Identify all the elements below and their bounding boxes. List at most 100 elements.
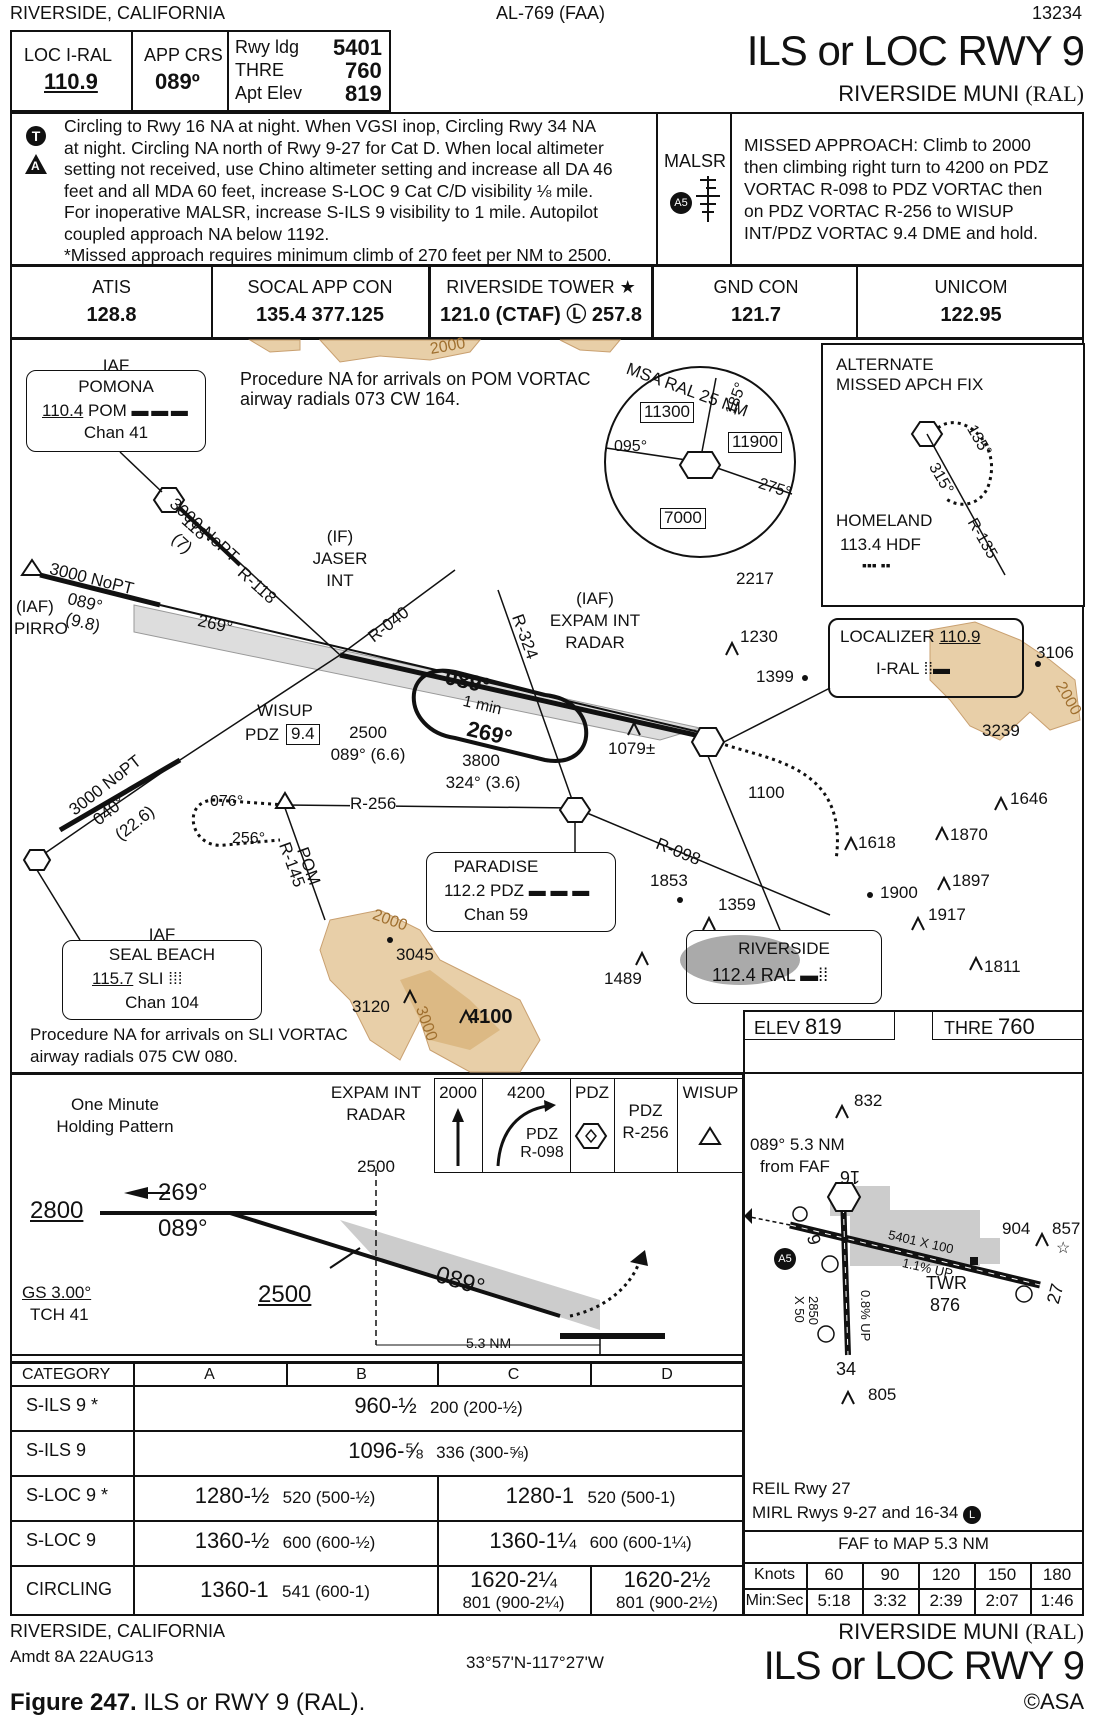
elev-1897: 1897 [952,871,990,890]
pomona-box [26,370,206,452]
proc-na-pom2: airway radials 073 CW 164. [240,389,461,409]
app-con-freq: 135.4 377.125 [256,304,384,326]
homeland-morse: ▪▪▪ ▪▪ [862,557,891,573]
homeland-freq: 113.4 HDF [840,535,921,554]
rwy-cross-dims2: X 50 [792,1296,807,1323]
malsr-badge: A5 [670,192,692,214]
min-row-name: S-LOC 9 [26,1530,97,1550]
twr-label: TWR [926,1273,967,1293]
airport-name: RIVERSIDE MUNI (RAL) [838,81,1084,106]
tower-freq: 121.0 (CTAF) Ⓛ 257.8 [440,304,642,326]
minsec-value: 2:39 [929,1591,963,1610]
jaser-int: INT [326,571,354,590]
msa-7000: 7000 [660,508,706,529]
wisup-name: WISUP [257,701,313,720]
knots-value: 180 [1042,1565,1072,1584]
mirl-note: MIRL Rwys 9-27 and 16-34 L [752,1503,982,1524]
twr-elev: 876 [930,1295,961,1315]
elev-1811: 1811 [984,957,1021,976]
min-row-name: CIRCLING [26,1579,113,1599]
loc-box-id: I-RAL ⁞⁞▬ [876,659,951,678]
gnd-con-label: GND CON [713,277,799,297]
min-row-name: S-ILS 9 * [26,1395,99,1415]
airport-a5-badge: A5 [774,1248,796,1270]
seal-freq: 115.7 SLI ⁞⁞⁞ [92,969,183,988]
footer-coords: 33°57'N-117°27'W [466,1653,604,1672]
thre-value: 760 [345,58,382,83]
atis-label: ATIS [92,277,131,297]
elev-1399: 1399 [756,667,794,686]
elev-2217: 2217 [736,569,774,588]
pomona-iaf: IAF [102,356,130,375]
knots-value: 150 [987,1565,1017,1584]
footer-airport: RIVERSIDE MUNI (RAL) [838,1619,1084,1644]
rwy-cross-slope: 0.8% UP [858,1290,873,1342]
minsec-value: 3:32 [873,1591,907,1610]
thre-box [932,1010,1084,1040]
obst-904: 904 [1002,1219,1031,1238]
footer-title: ILS or LOC RWY 9 [763,1644,1085,1688]
seal-beach-box [62,940,262,1020]
notes-text: Circling to Rwy 16 NA at night. When VGS… [64,116,613,265]
jaser-if: (IF) [326,527,354,546]
elev-3045: 3045 [396,945,434,964]
loc-frequency: 110.9 [44,69,98,94]
msa-11300: 11300 [640,402,695,423]
faf-note: 089° 5.3 NM [750,1135,845,1154]
min-header-a: A [204,1366,215,1383]
minsec-label: Min:Sec [745,1592,804,1609]
seal-chan: Chan 104 [125,993,199,1012]
jaser-name: JASER [312,549,368,568]
min-row-value-cd: 1360-1¼ 600 (600-1¼) [489,1528,692,1553]
min-row-value-c-sub: 801 (900-2¼) [462,1593,565,1612]
paradise-name: PARADISE [453,857,539,876]
ma-icon-wisup: WISUP [682,1083,739,1102]
chart-title: ILS or LOC RWY 9 [746,27,1085,74]
r256-label: R-256 [350,794,397,814]
app-crs-label: APP CRS [144,45,223,65]
elev-1917: 1917 [928,905,966,924]
chart-id: AL-769 (FAA) [496,3,606,23]
faf-note2: from FAF [760,1157,830,1176]
header-info-box [10,30,391,112]
paradise-chan: Chan 59 [463,905,529,924]
obst-857: 857 [1052,1219,1081,1238]
alt-fix-title: ALTERNATE [836,355,934,374]
proc-na-sli2: airway radials 075 CW 080. [30,1047,238,1066]
min-row-name: S-LOC 9 * [26,1485,109,1505]
localizer-box [828,618,1024,698]
rwy-34: 34 [836,1359,857,1379]
msa-095: 095° [614,438,648,455]
min-row-value-d: 1620-2½ [623,1567,711,1592]
pirro-iaf: (IAF) [16,597,54,616]
min-row-value-cd: 1280-1 520 (500-1) [505,1483,676,1508]
min-row-name: S-ILS 9 [26,1440,87,1460]
alt-3800: 3800 [462,751,500,770]
seal-iaf: IAF [148,925,176,944]
min-row-value-ab: 1280-½ 520 (500-½) [194,1483,376,1508]
proc-na-sli: Procedure NA for arrivals on SLI VORTAC [30,1025,348,1045]
wisup-dme: 9.4 [286,724,320,745]
riverside-box [686,930,882,1004]
loc-label: LOC I-RAL [24,45,113,65]
app-crs-value: 089º [155,69,200,94]
min-header-b: B [356,1366,367,1383]
elev-1489: 1489 [604,969,642,988]
profile-distance: 5.3 NM [466,1335,512,1351]
alt-2500-crs: 089° (6.6) [330,745,406,764]
elev-1618: 1618 [858,833,896,852]
reil-note: REIL Rwy 27 [752,1479,851,1498]
footer-location: RIVERSIDE, CALIFORNIA [10,1621,226,1641]
expam-radar: RADAR [565,633,625,652]
elev-1870: 1870 [950,825,988,844]
min-row-value-ab: 1360-1 541 (600-1) [200,1577,370,1602]
figure-caption: Figure 247. ILS or RWY 9 (RAL). [10,1689,366,1716]
alt-fix-title2: MISSED APCH FIX [836,375,984,394]
expam-name: EXPAM INT [549,611,641,630]
profile-hold-title2: Holding Pattern [56,1117,174,1136]
profile-gs: GS 3.00° [22,1283,92,1302]
paradise-freq: 112.2 PDZ ▬ ▬ ▬ [444,881,590,900]
